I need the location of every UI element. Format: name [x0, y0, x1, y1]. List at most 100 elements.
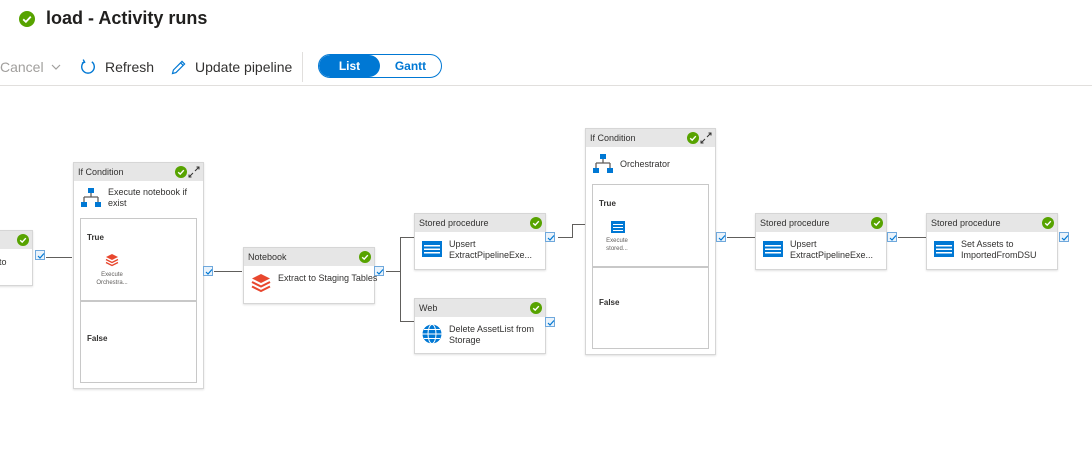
update-pipeline-label: Update pipeline	[195, 59, 293, 75]
activity-header: Stored procedure	[927, 214, 1057, 232]
pipeline-canvas[interactable]: to If Condition Execute notebook if exis…	[0, 86, 1092, 457]
check-icon	[1061, 235, 1069, 241]
chevron-down-icon	[51, 64, 61, 70]
true-branch-label: True	[599, 199, 616, 208]
activity-name: Orchestrator	[620, 159, 671, 169]
success-check-icon	[530, 217, 542, 229]
activity-header: Stored procedure	[415, 214, 545, 232]
if-condition-icon	[593, 154, 613, 173]
success-check-icon	[19, 11, 35, 27]
output-checkbox[interactable]	[1059, 232, 1069, 242]
output-checkbox[interactable]	[35, 250, 45, 260]
if-condition-icon	[81, 188, 101, 207]
activity-name: Upsert ExtractPipelineExe...	[449, 239, 533, 260]
activity-type: Web	[419, 303, 438, 313]
activity-type: Notebook	[248, 252, 287, 262]
check-icon	[376, 269, 384, 275]
web-activity[interactable]: Web Delete AssetList from Storage	[414, 298, 546, 354]
success-check-icon	[359, 251, 371, 263]
connector	[572, 224, 573, 238]
stored-procedure-activity[interactable]: Stored procedure Upsert ExtractPipelineE…	[755, 213, 887, 270]
output-checkbox[interactable]	[545, 232, 555, 242]
inner-activity-name: Execute Orchestra...	[96, 272, 128, 286]
output-checkbox[interactable]	[374, 266, 384, 276]
connector	[46, 257, 72, 258]
cancel-button[interactable]: Cancel	[0, 56, 62, 78]
activity-type: Stored procedure	[760, 218, 830, 228]
connector	[400, 237, 401, 322]
activity-name: Extract to Staging Tables	[278, 273, 378, 283]
success-check-icon	[871, 217, 883, 229]
connector	[386, 271, 400, 272]
if-condition-activity[interactable]: If Condition Execute notebook if exist T…	[73, 162, 204, 389]
expand-icon[interactable]	[700, 132, 712, 144]
toolbar-divider	[0, 85, 1092, 86]
connector	[400, 237, 414, 238]
stored-procedure-icon	[934, 241, 954, 257]
connector	[727, 237, 755, 238]
activity-name: Delete AssetList from Storage	[449, 324, 535, 345]
if-condition-activity[interactable]: If Condition Orchestrator True Execute s…	[585, 128, 716, 355]
output-checkbox[interactable]	[203, 266, 213, 276]
globe-icon	[422, 324, 442, 344]
activity-type: Stored procedure	[931, 218, 1001, 228]
connector	[572, 224, 585, 225]
true-branch[interactable]: True Execute stored...	[592, 184, 709, 267]
notebook-activity[interactable]: Notebook Extract to Staging Tables	[243, 247, 378, 304]
activity-header: If Condition	[74, 163, 203, 181]
activity-name: Upsert ExtractPipelineExe...	[790, 239, 874, 260]
activity-type: If Condition	[78, 167, 124, 177]
check-icon	[889, 235, 897, 241]
output-checkbox[interactable]	[887, 232, 897, 242]
refresh-label: Refresh	[105, 59, 155, 75]
false-branch[interactable]: False	[592, 267, 709, 349]
activity-type: If Condition	[590, 133, 636, 143]
output-checkbox[interactable]	[716, 232, 726, 242]
connector	[898, 237, 926, 238]
activity-type: Stored procedure	[419, 218, 489, 228]
check-icon	[547, 235, 555, 241]
expand-icon[interactable]	[188, 166, 200, 178]
check-icon	[37, 253, 45, 259]
inner-activity-name: Execute stored...	[606, 238, 628, 252]
true-branch[interactable]: True Execute Orchestra...	[80, 218, 197, 301]
success-check-icon	[530, 302, 542, 314]
true-branch-label: True	[87, 233, 104, 242]
stored-procedure-icon	[763, 241, 783, 257]
edit-pencil-icon	[171, 60, 186, 74]
update-pipeline-button[interactable]: Update pipeline	[170, 56, 292, 78]
success-check-icon	[175, 166, 187, 178]
databricks-icon	[251, 274, 271, 293]
activity-name: to	[0, 257, 7, 267]
output-checkbox[interactable]	[545, 317, 555, 327]
false-branch-label: False	[87, 334, 108, 343]
success-check-icon	[687, 132, 699, 144]
toolbar: Cancel Refresh Update pipeline List Gant…	[0, 50, 1092, 84]
activity-header	[0, 231, 32, 249]
stored-procedure-activity[interactable]: Stored procedure Upsert ExtractPipelineE…	[414, 213, 546, 270]
refresh-button[interactable]: Refresh	[79, 56, 154, 78]
false-branch[interactable]: False	[80, 301, 197, 383]
view-toggle: List Gantt	[318, 54, 442, 78]
stored-procedure-activity[interactable]: Stored procedure Set Assets to ImportedF…	[926, 213, 1058, 270]
databricks-icon	[105, 254, 119, 267]
activity-name: Execute notebook if exist	[108, 187, 188, 208]
false-branch-label: False	[599, 298, 620, 307]
check-icon	[718, 235, 726, 241]
gantt-view-option[interactable]: Gantt	[394, 59, 427, 73]
cancel-label: Cancel	[0, 59, 44, 75]
connector	[400, 321, 414, 322]
stored-procedure-icon	[611, 221, 625, 233]
stored-procedure-icon	[422, 241, 442, 257]
activity-partial[interactable]: to	[0, 230, 33, 286]
success-check-icon	[17, 234, 29, 246]
success-check-icon	[1042, 217, 1054, 229]
page-title: load - Activity runs	[46, 8, 208, 28]
page-header: load - Activity runs	[0, 0, 1092, 44]
check-icon	[205, 269, 213, 275]
activity-header: Notebook	[244, 248, 374, 266]
refresh-icon	[81, 59, 95, 74]
activity-header: If Condition	[586, 129, 715, 147]
activity-header: Web	[415, 299, 545, 317]
list-view-option[interactable]: List	[319, 55, 380, 77]
